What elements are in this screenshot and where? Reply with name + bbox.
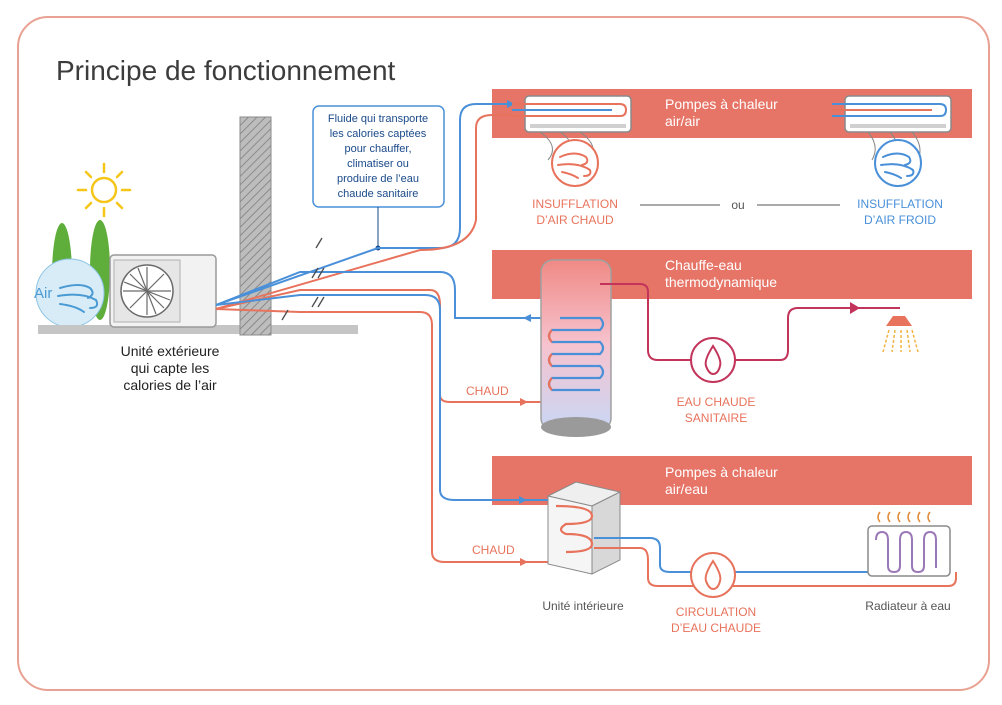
callout-line-2: les calories captées xyxy=(330,128,427,140)
outdoor-caption-2: qui capte les xyxy=(131,360,210,376)
outdoor-caption-3: calories de l’air xyxy=(123,377,217,393)
callout-line-1: Fluide qui transporte xyxy=(328,113,428,125)
band-air-water-title-1: Pompes à chaleur xyxy=(665,464,778,480)
band-water-heater-title-1: Chauffe-eau xyxy=(665,257,742,273)
sanitary-caption-1: EAU CHAUDE xyxy=(677,395,756,409)
water-heater-hot-label: CHAUD xyxy=(466,384,509,398)
band-air-air-title-1: Pompes à chaleur xyxy=(665,96,778,112)
indoor-unit-caption: Unité intérieure xyxy=(542,599,624,613)
water-tank xyxy=(540,259,612,437)
cold-air-caption-1: INSUFFLATION xyxy=(857,197,943,211)
sun-icon xyxy=(76,162,132,218)
hot-air-icon xyxy=(551,139,599,187)
cold-air-caption-2: D’AIR FROID xyxy=(864,213,936,227)
pipe-break-marks xyxy=(281,237,325,321)
water-drop-icon-circulation xyxy=(690,552,736,598)
or-label: ou xyxy=(731,198,744,212)
band-water-heater-title-2: thermodynamique xyxy=(665,274,777,290)
heating-circuit-pipes xyxy=(594,537,957,587)
frame-border xyxy=(17,16,990,691)
air-label: Air xyxy=(34,285,52,302)
ground-slab xyxy=(38,325,358,334)
air-water-hot-label: CHAUD xyxy=(472,543,515,557)
band-air-water-title-2: air/eau xyxy=(665,481,708,497)
water-drop-icon-sanitary xyxy=(690,337,736,383)
pipe-arrows xyxy=(507,100,531,566)
outdoor-caption-1: Unité extérieure xyxy=(121,343,220,359)
hot-water-arrow xyxy=(850,302,860,314)
air-badge: Air xyxy=(34,258,105,328)
radiator-icon xyxy=(867,511,951,577)
fan-icon xyxy=(123,267,171,315)
fluid-callout: Fluide qui transporte les calories capté… xyxy=(312,105,445,251)
band-air-air-title-2: air/air xyxy=(665,113,700,129)
indoor-hydraulic-unit xyxy=(546,481,622,575)
wall xyxy=(239,116,272,336)
indoor-unit-cold xyxy=(832,95,952,161)
hot-air-caption-1: INSUFFLATION xyxy=(532,197,618,211)
cold-air-icon xyxy=(874,139,922,187)
pipes xyxy=(215,103,560,563)
callout-line-4: climatiser ou xyxy=(347,158,409,170)
outdoor-unit xyxy=(109,254,217,328)
hot-air-caption-2: D’AIR CHAUD xyxy=(536,213,614,227)
circulation-caption-1: CIRCULATION xyxy=(676,605,756,619)
circulation-caption-2: D’EAU CHAUDE xyxy=(671,621,761,635)
wind-icon xyxy=(57,284,99,313)
callout-line-5: produire de l’eau xyxy=(337,173,419,185)
page-title: Principe de fonctionnement xyxy=(56,55,396,86)
callout-line-6: chaude sanitaire xyxy=(338,188,419,200)
shower-icon xyxy=(882,316,919,353)
callout-line-3: pour chauffer, xyxy=(344,143,411,155)
sanitary-caption-2: SANITAIRE xyxy=(685,411,747,425)
radiator-caption: Radiateur à eau xyxy=(865,599,950,613)
